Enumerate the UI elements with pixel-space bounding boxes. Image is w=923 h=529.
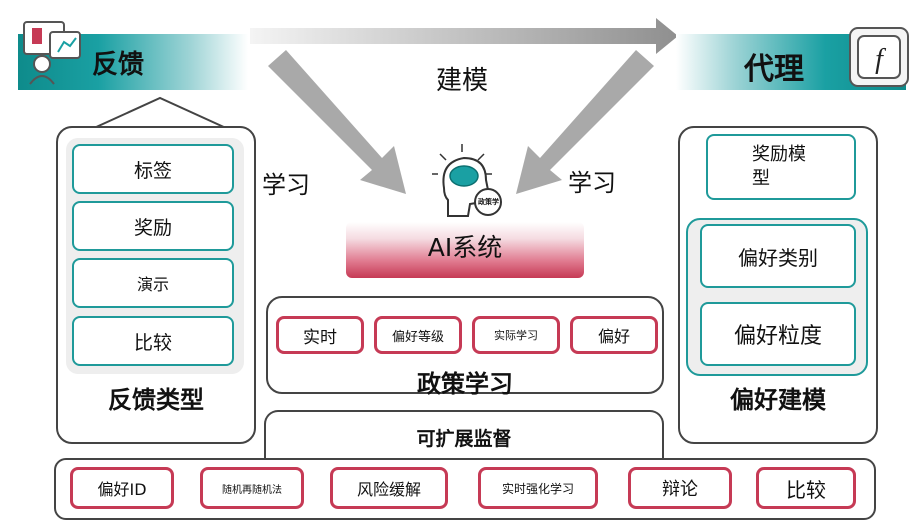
- modeling-label: 建模: [436, 66, 489, 96]
- svg-text:f: f: [875, 44, 886, 75]
- learn-right-label: 学习: [568, 169, 616, 197]
- policy-learning-title: 政策学习: [417, 370, 513, 398]
- oversight-item: 随机再随机法: [200, 467, 304, 509]
- feedback-item: 标签: [72, 144, 234, 194]
- preference-item: 偏好类别: [700, 224, 856, 288]
- feedback-icon: [20, 18, 90, 88]
- policy-item: 偏好: [570, 316, 658, 354]
- learn-left-label: 学习: [262, 171, 310, 199]
- learn-right-arrow: [516, 50, 654, 194]
- brain-badge: 政策学: [478, 198, 499, 206]
- agent-icon: f: [846, 24, 912, 90]
- learn-left-arrow: [268, 50, 406, 194]
- reward-model-label: 奖励模型: [752, 144, 806, 189]
- agent-label: 代理: [744, 52, 804, 87]
- modeling-arrow: [250, 18, 678, 54]
- policy-item: 偏好等级: [374, 316, 462, 354]
- feedback-item: 比较: [72, 316, 234, 366]
- preference-item: 偏好粒度: [700, 302, 856, 366]
- oversight-item: 辩论: [628, 467, 732, 509]
- policy-item: 实时: [276, 316, 364, 354]
- scalable-oversight-tab: [264, 410, 664, 466]
- ai-system-label: AI系统: [427, 233, 503, 262]
- preference-modeling-title: 偏好建模: [730, 386, 826, 414]
- oversight-item: 偏好ID: [70, 467, 174, 509]
- feedback-label: 反馈: [92, 50, 145, 80]
- scalable-oversight-title: 可扩展监督: [416, 428, 512, 450]
- reward-model-box: 奖励模型: [706, 134, 856, 200]
- feedback-item: 演示: [72, 258, 234, 308]
- oversight-item: 比较: [756, 467, 856, 509]
- oversight-item: 风险缓解: [330, 467, 448, 509]
- scalable-oversight-panel: [54, 458, 876, 520]
- feedback-item: 奖励: [72, 201, 234, 251]
- ai-system-bar: [346, 222, 584, 278]
- feedback-types-title: 反馈类型: [108, 386, 204, 414]
- policy-item: 实际学习: [472, 316, 560, 354]
- brain-icon: 政策学: [426, 140, 506, 220]
- oversight-item: 实时强化学习: [478, 467, 598, 509]
